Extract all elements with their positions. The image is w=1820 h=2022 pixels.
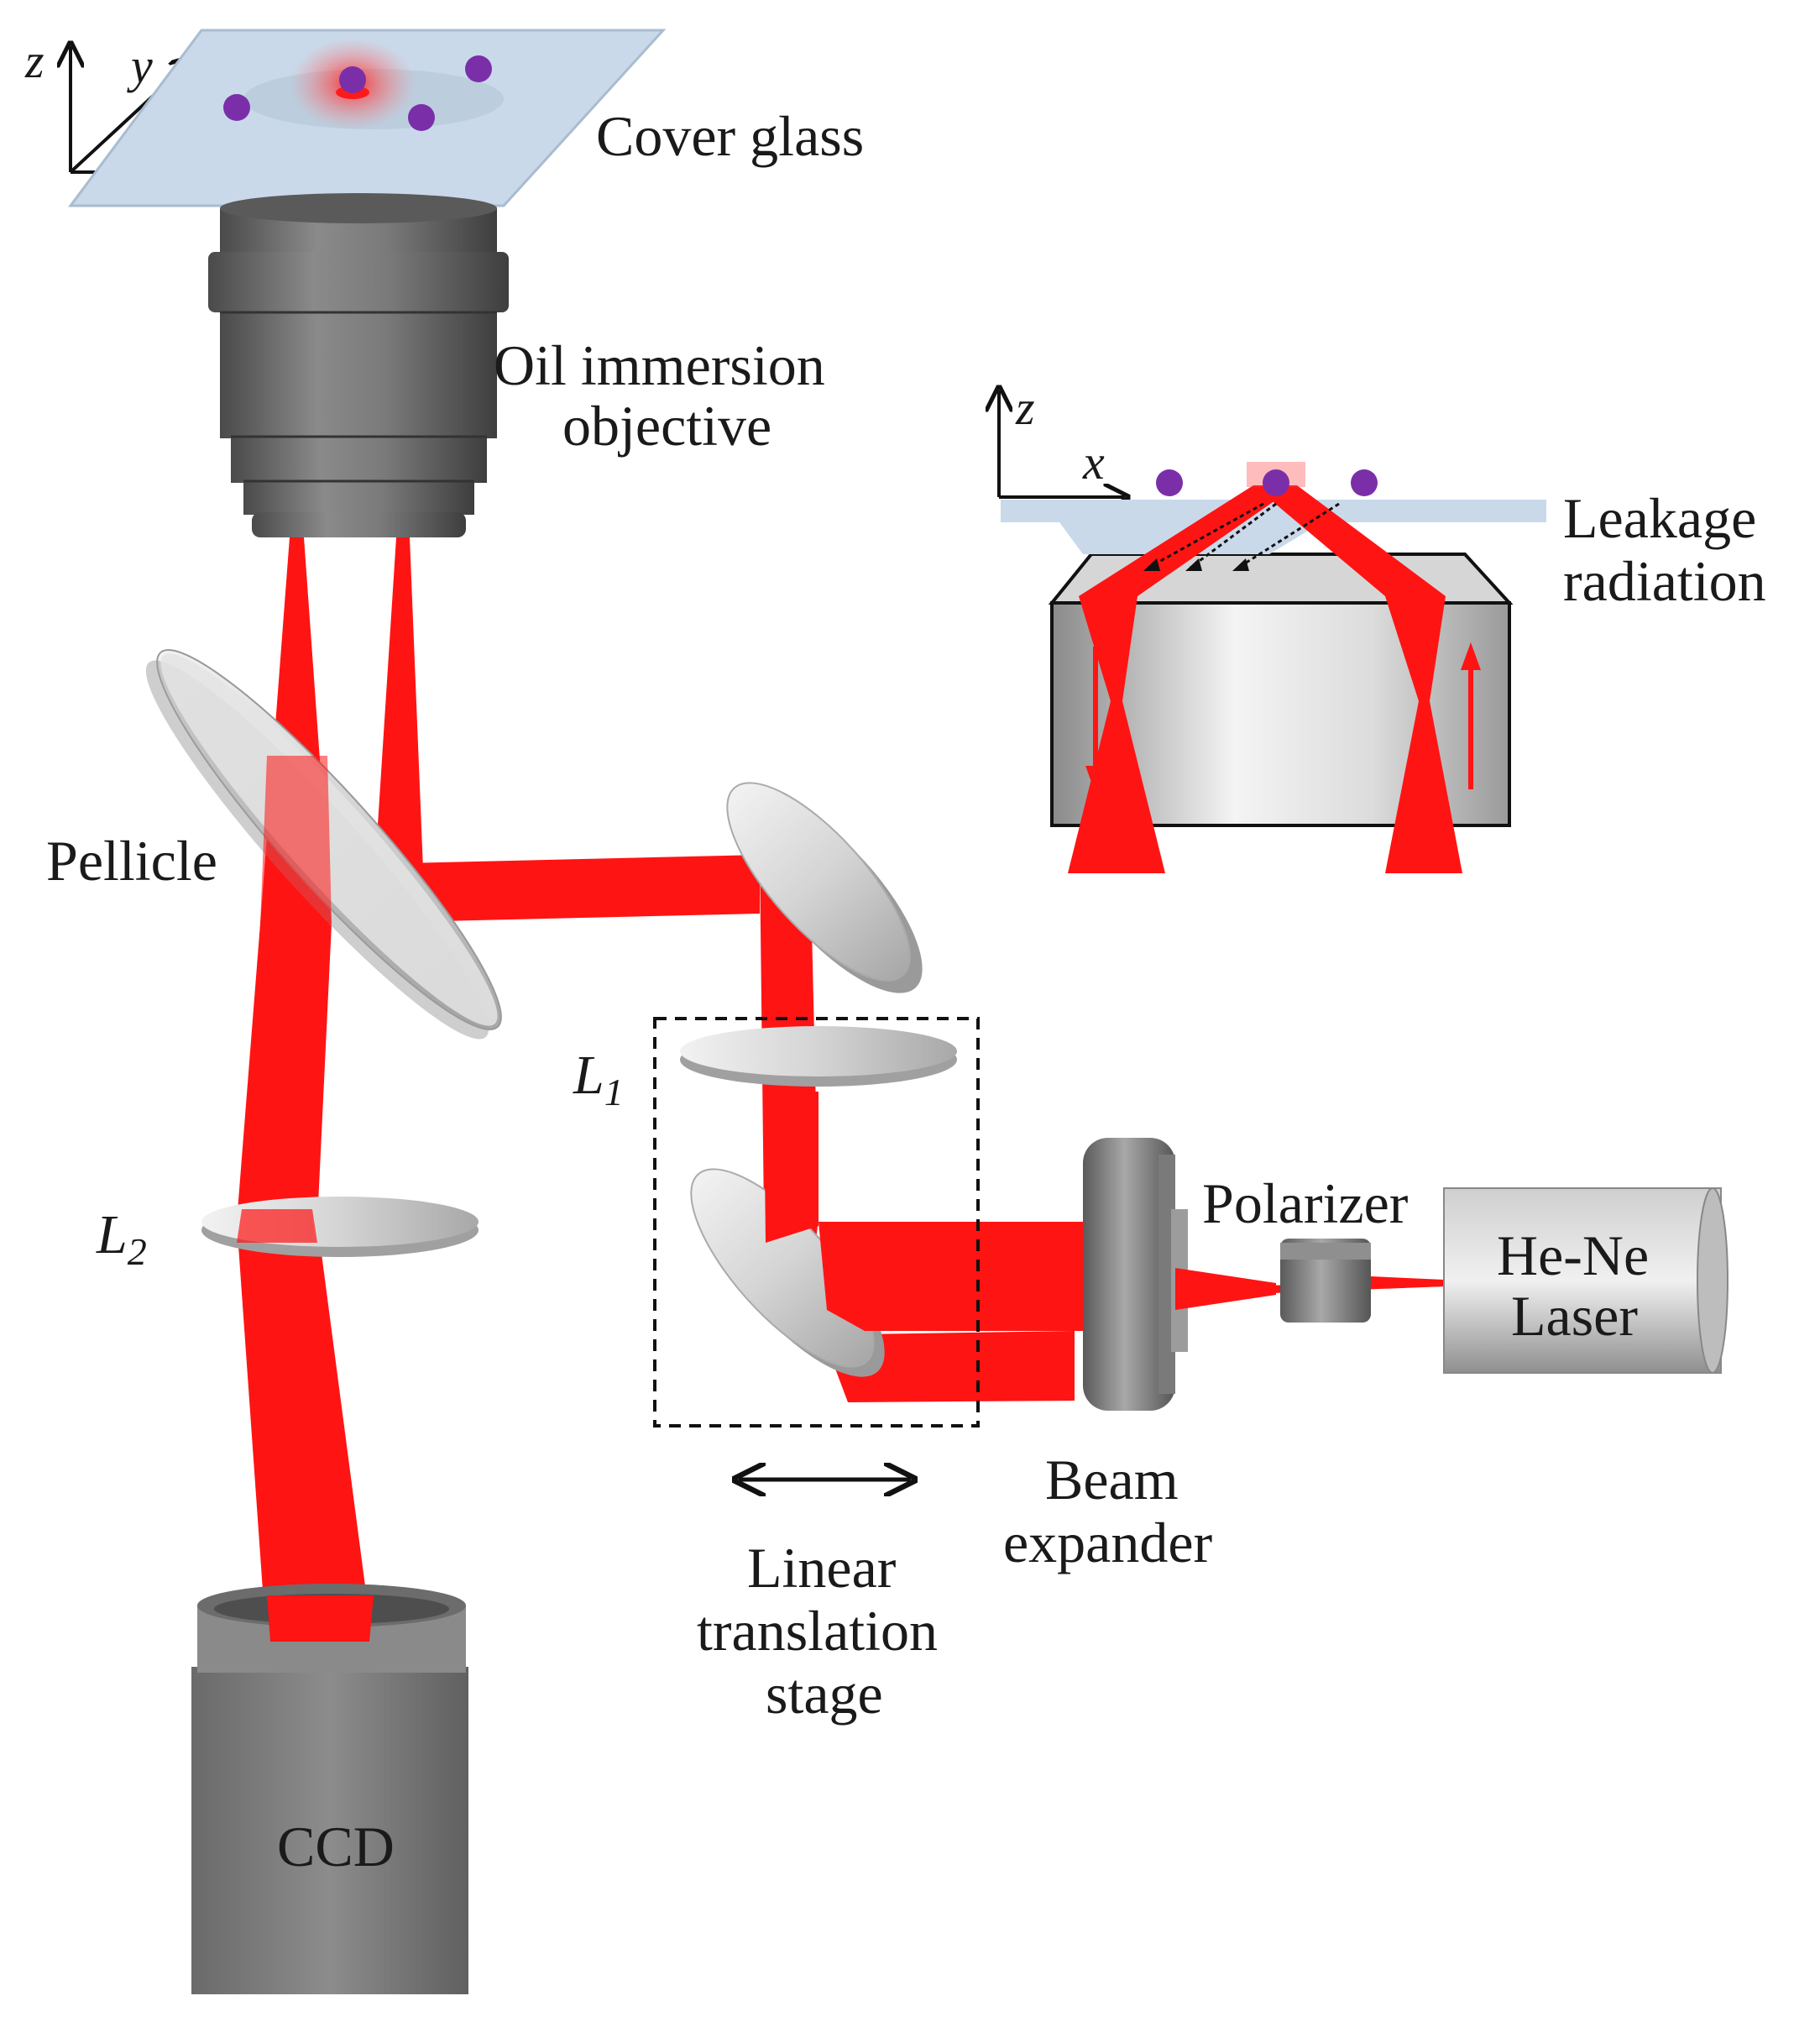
mirror-lower-stage: [690, 1168, 885, 1377]
particle: [1263, 469, 1289, 496]
pellicle-label: Pellicle: [46, 829, 217, 893]
particle: [408, 104, 435, 131]
l1-label-sub: 1: [604, 1071, 624, 1113]
laser-label-line1: He-Ne: [1497, 1223, 1649, 1287]
stage-label-line1: Linear: [747, 1536, 897, 1600]
cover-glass-label: Cover glass: [596, 104, 864, 168]
beam-stage-vertical: [764, 1092, 818, 1243]
illumination-beam-horizontal: [403, 855, 760, 922]
beam-expander-label-line1: Beam: [1045, 1448, 1179, 1511]
imaging-beam-middle: [237, 924, 332, 1222]
laser-label-line2: Laser: [1511, 1284, 1638, 1348]
l1-label: L1: [573, 1045, 624, 1113]
inset-axis-z-label: z: [1015, 380, 1035, 435]
inset-direction-arrows: [1085, 642, 1481, 794]
beam-stage-to-expander: [818, 1222, 1083, 1331]
l2-label-sub: 2: [128, 1230, 147, 1273]
leakage-label-line1: Leakage: [1563, 486, 1756, 550]
stage-label-line2: translation: [697, 1599, 938, 1663]
beam-expander: [1083, 1138, 1188, 1411]
inset-beams: [1068, 485, 1462, 873]
nanoparticles-main: [223, 55, 492, 131]
main-axis-y-label: y: [127, 39, 153, 93]
imaging-beam-lower: [237, 1222, 374, 1650]
objective-label-line1: Oil immersion: [494, 333, 825, 397]
particle: [1156, 469, 1183, 496]
beam-through-l2: [237, 1209, 317, 1243]
particle: [339, 66, 366, 93]
laser-beam-front: [260, 756, 332, 924]
polarizer-label: Polarizer: [1202, 1171, 1409, 1235]
stage-label-line3: stage: [766, 1662, 883, 1726]
inset-glass-slab: [1001, 500, 1546, 554]
ccd-label: CCD: [277, 1815, 395, 1878]
l2-label: L2: [96, 1204, 147, 1273]
mirror-upper-right: [726, 782, 923, 993]
illumination-beam-vertical: [374, 537, 424, 890]
lens-l1: [680, 1026, 957, 1087]
ccd-camera: [191, 1584, 468, 1994]
beam-expander-label-line2: expander: [1003, 1511, 1213, 1574]
l2-label-main: L: [96, 1204, 128, 1265]
polarizer: [1280, 1239, 1371, 1323]
l1-label-main: L: [573, 1045, 604, 1106]
oil-immersion-objective: [208, 193, 509, 537]
laser-beam-in-expander: [1175, 1268, 1276, 1310]
nanoparticles-inset: [1156, 469, 1378, 496]
beam-into-ccd: [267, 1595, 374, 1642]
particle: [465, 55, 492, 82]
inset-axis-x-label: x: [1082, 435, 1105, 490]
leakage-label-line2: radiation: [1563, 549, 1766, 613]
inset-axes: [999, 390, 1125, 497]
laser-beam-to-polarizer: [1371, 1276, 1444, 1289]
objective-label-line2: objective: [562, 394, 771, 458]
main-axis-z-label: z: [24, 34, 44, 88]
translation-stage-box: [653, 1017, 980, 1427]
particle: [1351, 469, 1378, 496]
he-ne-laser: [1443, 1187, 1728, 1374]
leakage-arrows: [1148, 502, 1340, 569]
particle: [223, 94, 250, 121]
leakage-arrowheads: [1143, 558, 1249, 571]
